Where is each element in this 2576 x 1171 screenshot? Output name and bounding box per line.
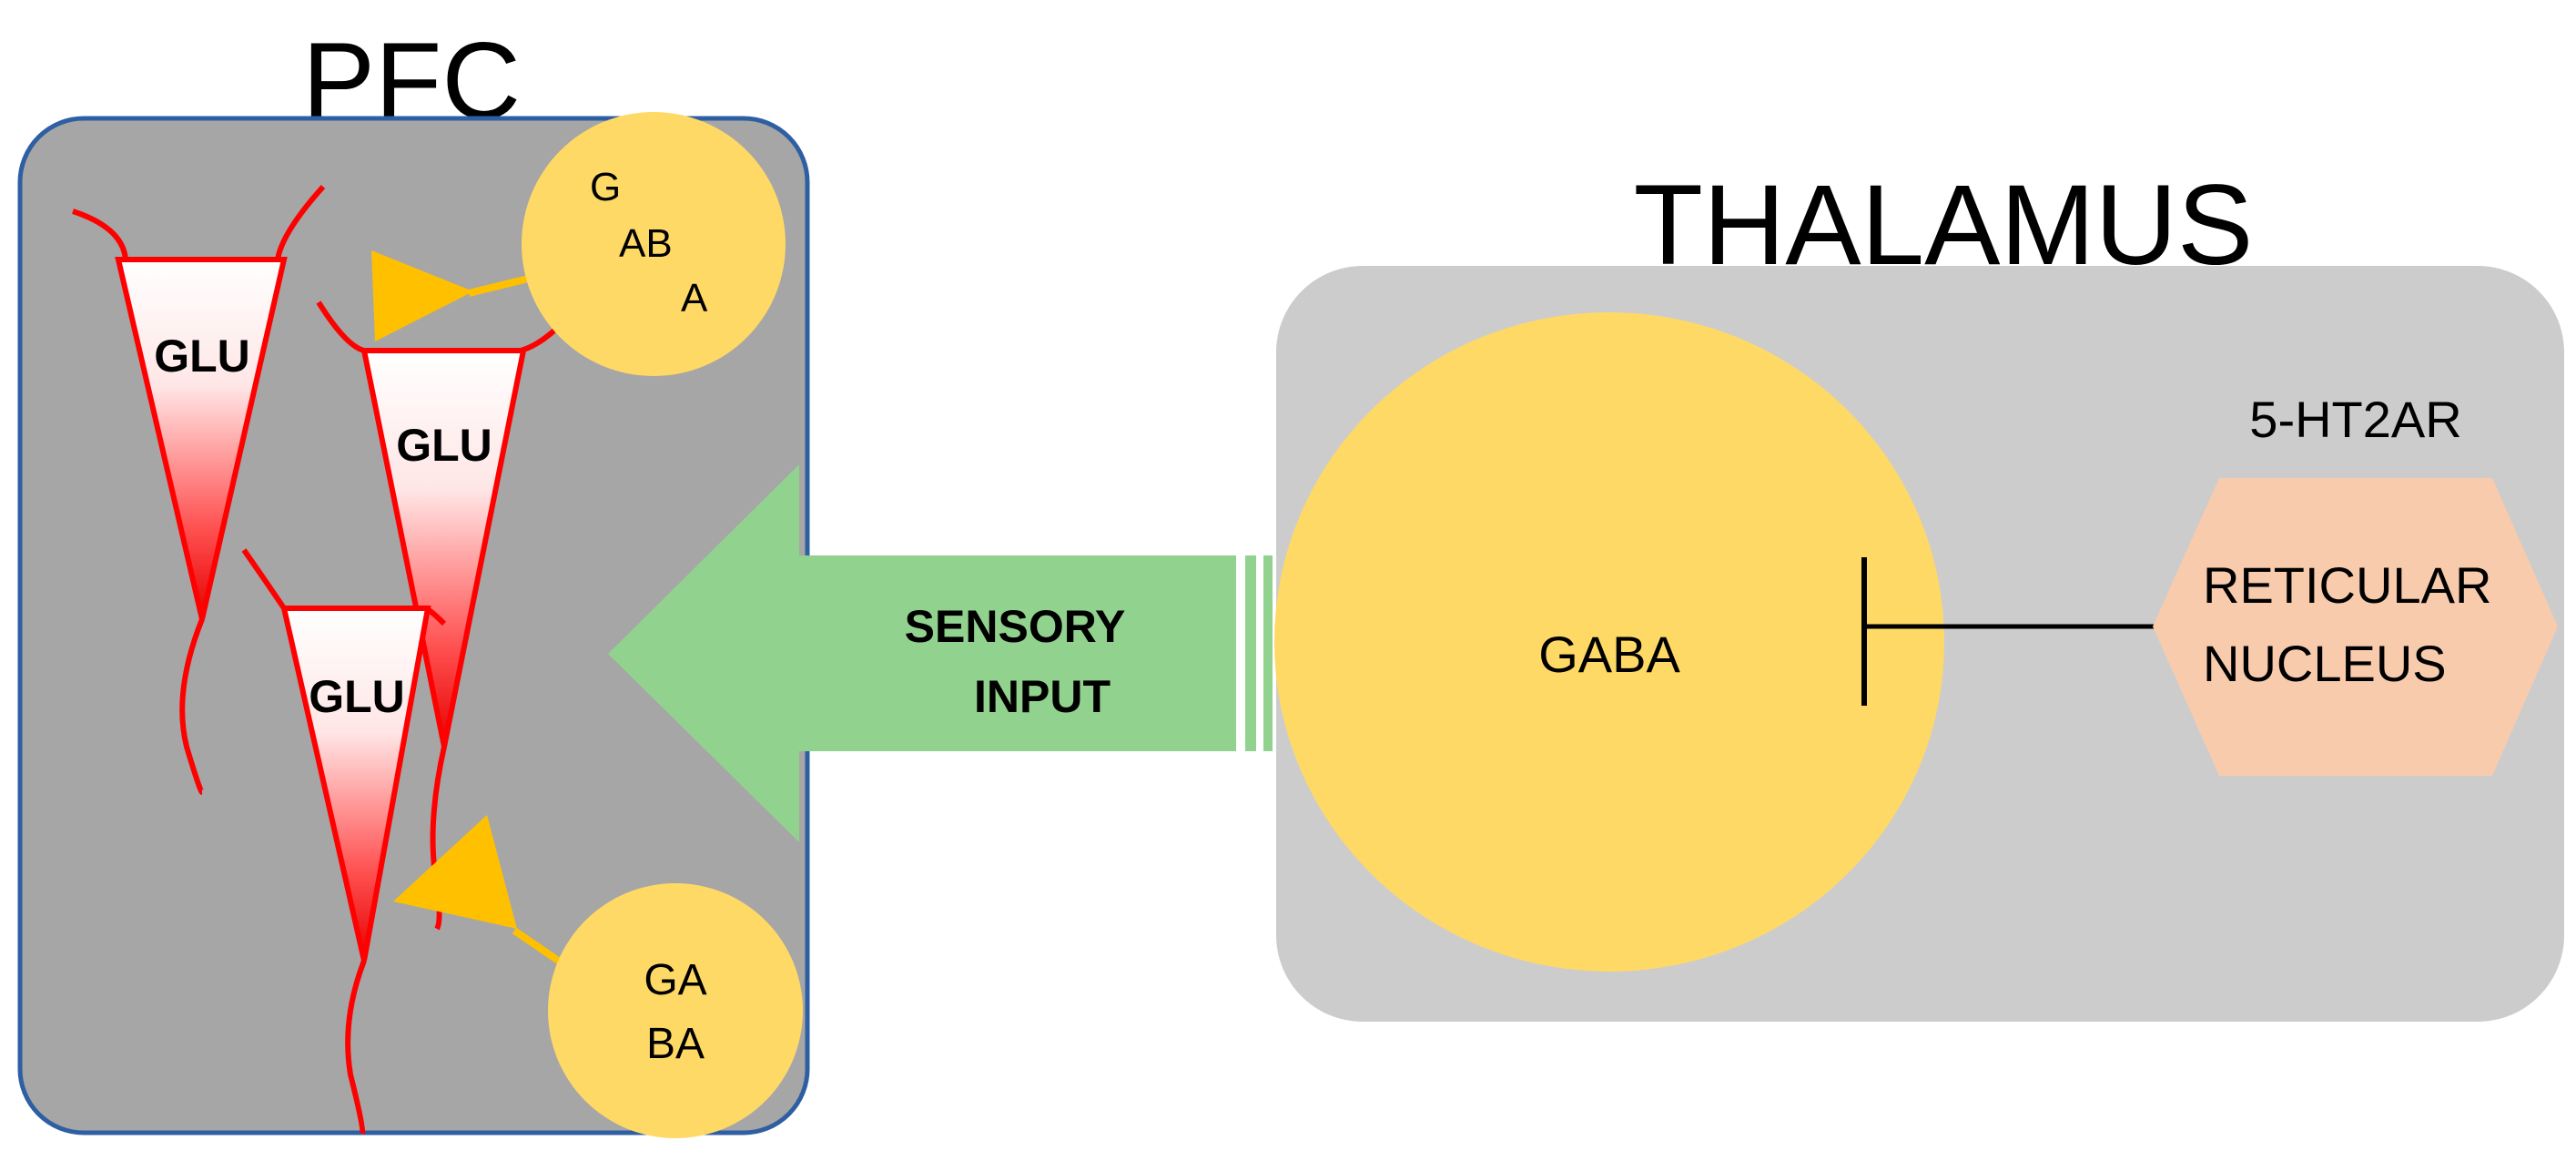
- glu-neuron-3: GLU: [241, 548, 447, 1135]
- sensory-input-line-2: INPUT: [974, 671, 1111, 722]
- thalamic-gaba-circle: GABA: [1274, 312, 1944, 972]
- gaba-interneuron-bottom: GA BA: [393, 815, 803, 1138]
- gaba-top-line-1: G: [590, 165, 621, 209]
- reticular-nucleus: RETICULAR NUCLEUS: [2153, 478, 2558, 776]
- receptor-label: 5-HT2AR: [2249, 391, 2461, 448]
- glu-label-1: GLU: [154, 331, 250, 382]
- glu-neuron-1: GLU: [72, 184, 326, 795]
- synapse-terminal-top: [371, 250, 473, 341]
- reticular-line-2: NUCLEUS: [2203, 635, 2447, 692]
- gaba-top-line-2: AB: [619, 221, 673, 266]
- gaba-top-line-3: A: [681, 276, 708, 321]
- thalamic-gaba-label: GABA: [1538, 626, 1680, 683]
- sensory-input-arrow: SENSORY INPUT: [608, 464, 1273, 842]
- glu-label-3: GLU: [309, 671, 405, 722]
- synapse-terminal-bottom: [393, 815, 517, 929]
- gaba-interneuron-top: G AB A: [371, 112, 786, 376]
- sensory-input-line-1: SENSORY: [905, 601, 1126, 652]
- glu-label-2: GLU: [396, 420, 492, 471]
- gaba-bottom-line-1: GA: [644, 956, 706, 1004]
- reticular-line-1: RETICULAR: [2203, 556, 2491, 614]
- gaba-bottom-line-2: BA: [646, 1020, 705, 1068]
